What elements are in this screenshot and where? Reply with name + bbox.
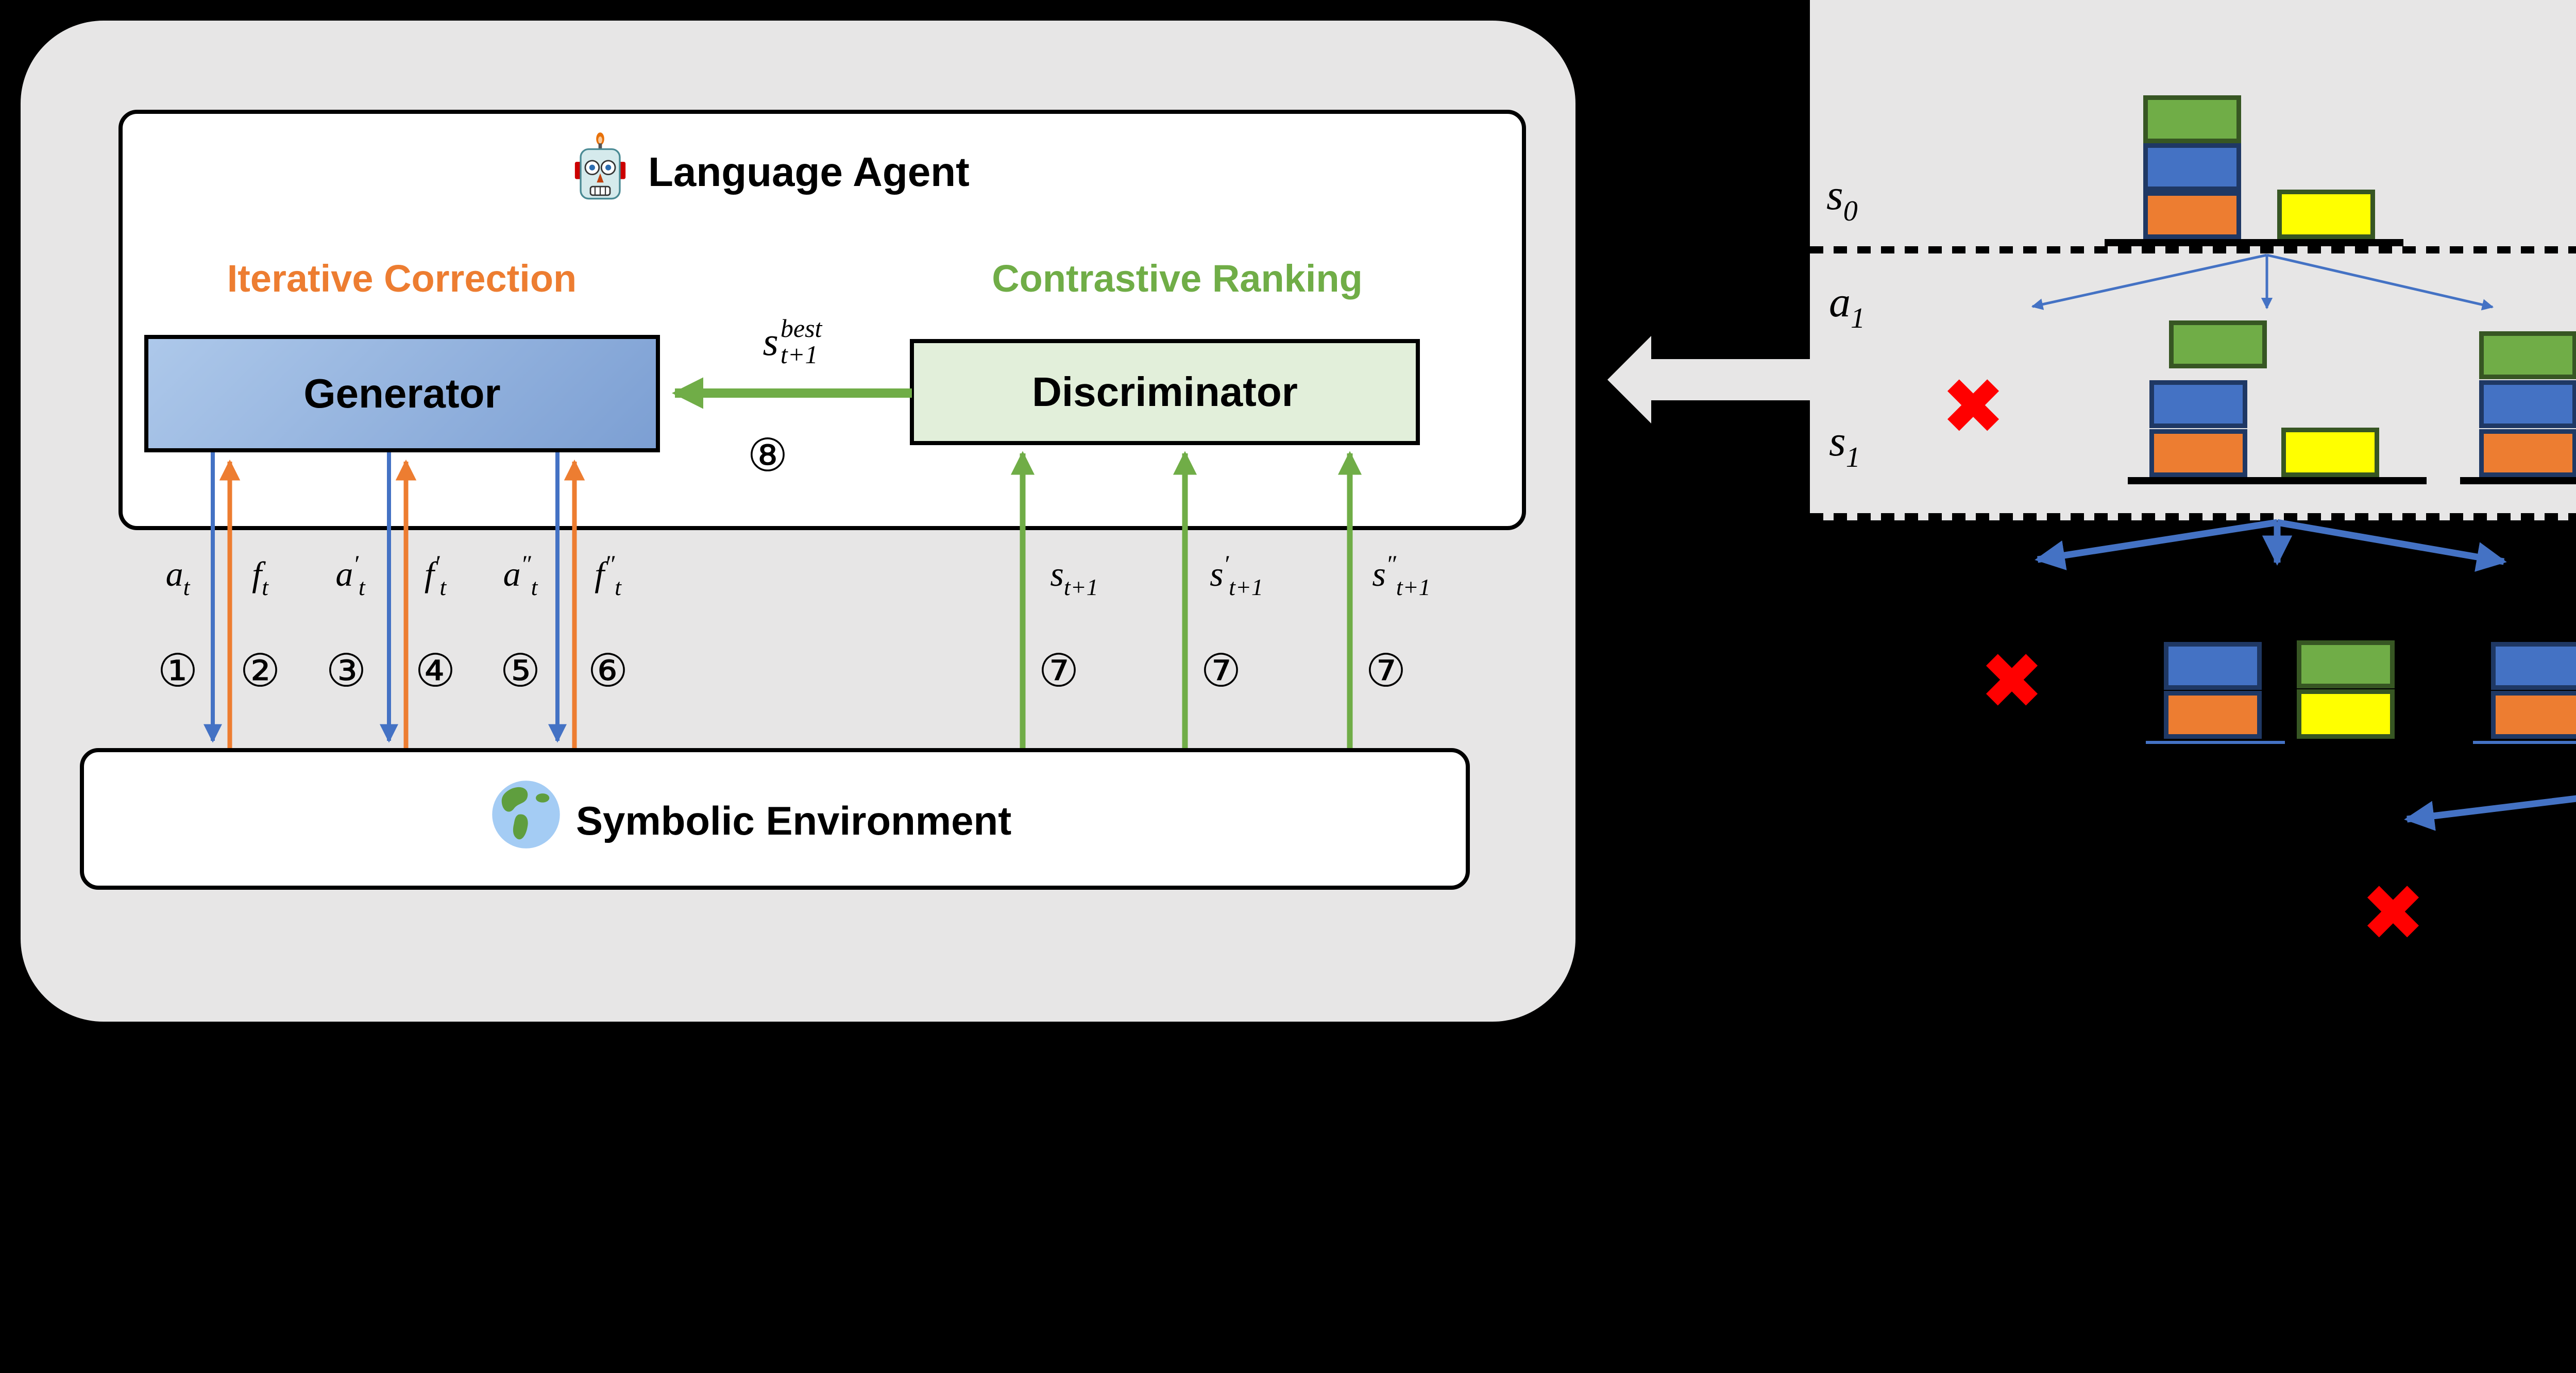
table-line-thin (2146, 741, 2285, 744)
discriminator-box: Discriminator (910, 339, 1420, 445)
step-badge-7a: ⑦ (1038, 644, 1079, 697)
best-state-label: s best t+1 (762, 314, 822, 369)
reject-x-icon: ✖ (1979, 637, 2044, 726)
step-badge-2: ② (240, 644, 281, 697)
block-blue (2149, 380, 2247, 428)
label-f-t: ft (252, 554, 268, 600)
table-line (2105, 239, 2403, 246)
table-line-thin (2473, 741, 2576, 744)
action-label-a1: a1 (1829, 278, 1865, 334)
globe-icon (488, 777, 564, 852)
iterative-correction-label: Iterative Correction (227, 257, 577, 300)
state-label-s1: s1 (1829, 417, 1860, 473)
label-s-t1: st+1 (1050, 554, 1098, 600)
label-a-t: at (165, 554, 190, 600)
block-blue (2491, 642, 2576, 690)
branch-arrow (2276, 519, 2507, 572)
block-orange (2479, 429, 2576, 477)
label-a-prime-t: a′t (335, 551, 365, 600)
branch-arrow (2035, 519, 2278, 570)
block-yellow (2281, 428, 2379, 477)
reject-x-icon: ✖ (2361, 869, 2426, 958)
block-green-held (2169, 320, 2267, 368)
state-label-s0: s0 (1826, 171, 1858, 227)
block-orange (2149, 429, 2247, 477)
block-yellow (2297, 689, 2395, 739)
block-green (2479, 331, 2576, 379)
step-badge-7c: ⑦ (1365, 644, 1406, 697)
contrastive-ranking-label: Contrastive Ranking (992, 257, 1363, 300)
step-badge-7b: ⑦ (1200, 644, 1242, 697)
block-orange (2143, 191, 2241, 239)
block-orange (2491, 691, 2576, 739)
block-blue (2143, 143, 2241, 191)
robot-icon (566, 132, 635, 201)
step-badge-1: ① (157, 644, 198, 697)
branch-arrow (2404, 795, 2576, 831)
block-green (2297, 640, 2395, 688)
step-badge-3: ③ (326, 644, 367, 697)
step-badge-6: ⑥ (587, 644, 629, 697)
label-f-prime-t: f′t (424, 551, 447, 600)
discriminator-label: Discriminator (1032, 369, 1298, 415)
block-blue (2479, 380, 2576, 428)
generator-box: Generator (144, 335, 660, 452)
language-agent-title: Language Agent (648, 149, 970, 195)
table-line (2128, 477, 2427, 484)
block-blue (2164, 642, 2262, 690)
label-s-prime-t1: s′t+1 (1210, 551, 1263, 600)
generator-label: Generator (303, 370, 501, 416)
block-orange (2164, 691, 2262, 739)
reject-x-icon: ✖ (1941, 362, 2006, 452)
step-badge-8: ⑧ (747, 429, 788, 482)
label-a-dprime-t: a″t (503, 551, 538, 600)
step-badge-5: ⑤ (500, 644, 541, 697)
block-yellow (2277, 190, 2375, 239)
step-badge-4: ④ (415, 644, 456, 697)
symbolic-environment-box (80, 748, 1470, 890)
symbolic-environment-title: Symbolic Environment (576, 798, 1012, 843)
table-line (2460, 477, 2576, 484)
label-s-dprime-t1: s″t+1 (1372, 551, 1431, 600)
block-green (2143, 95, 2241, 143)
label-f-dprime-t: f″t (595, 551, 621, 600)
language-agent-box (118, 110, 1526, 530)
flow-arrow (1607, 336, 1834, 423)
